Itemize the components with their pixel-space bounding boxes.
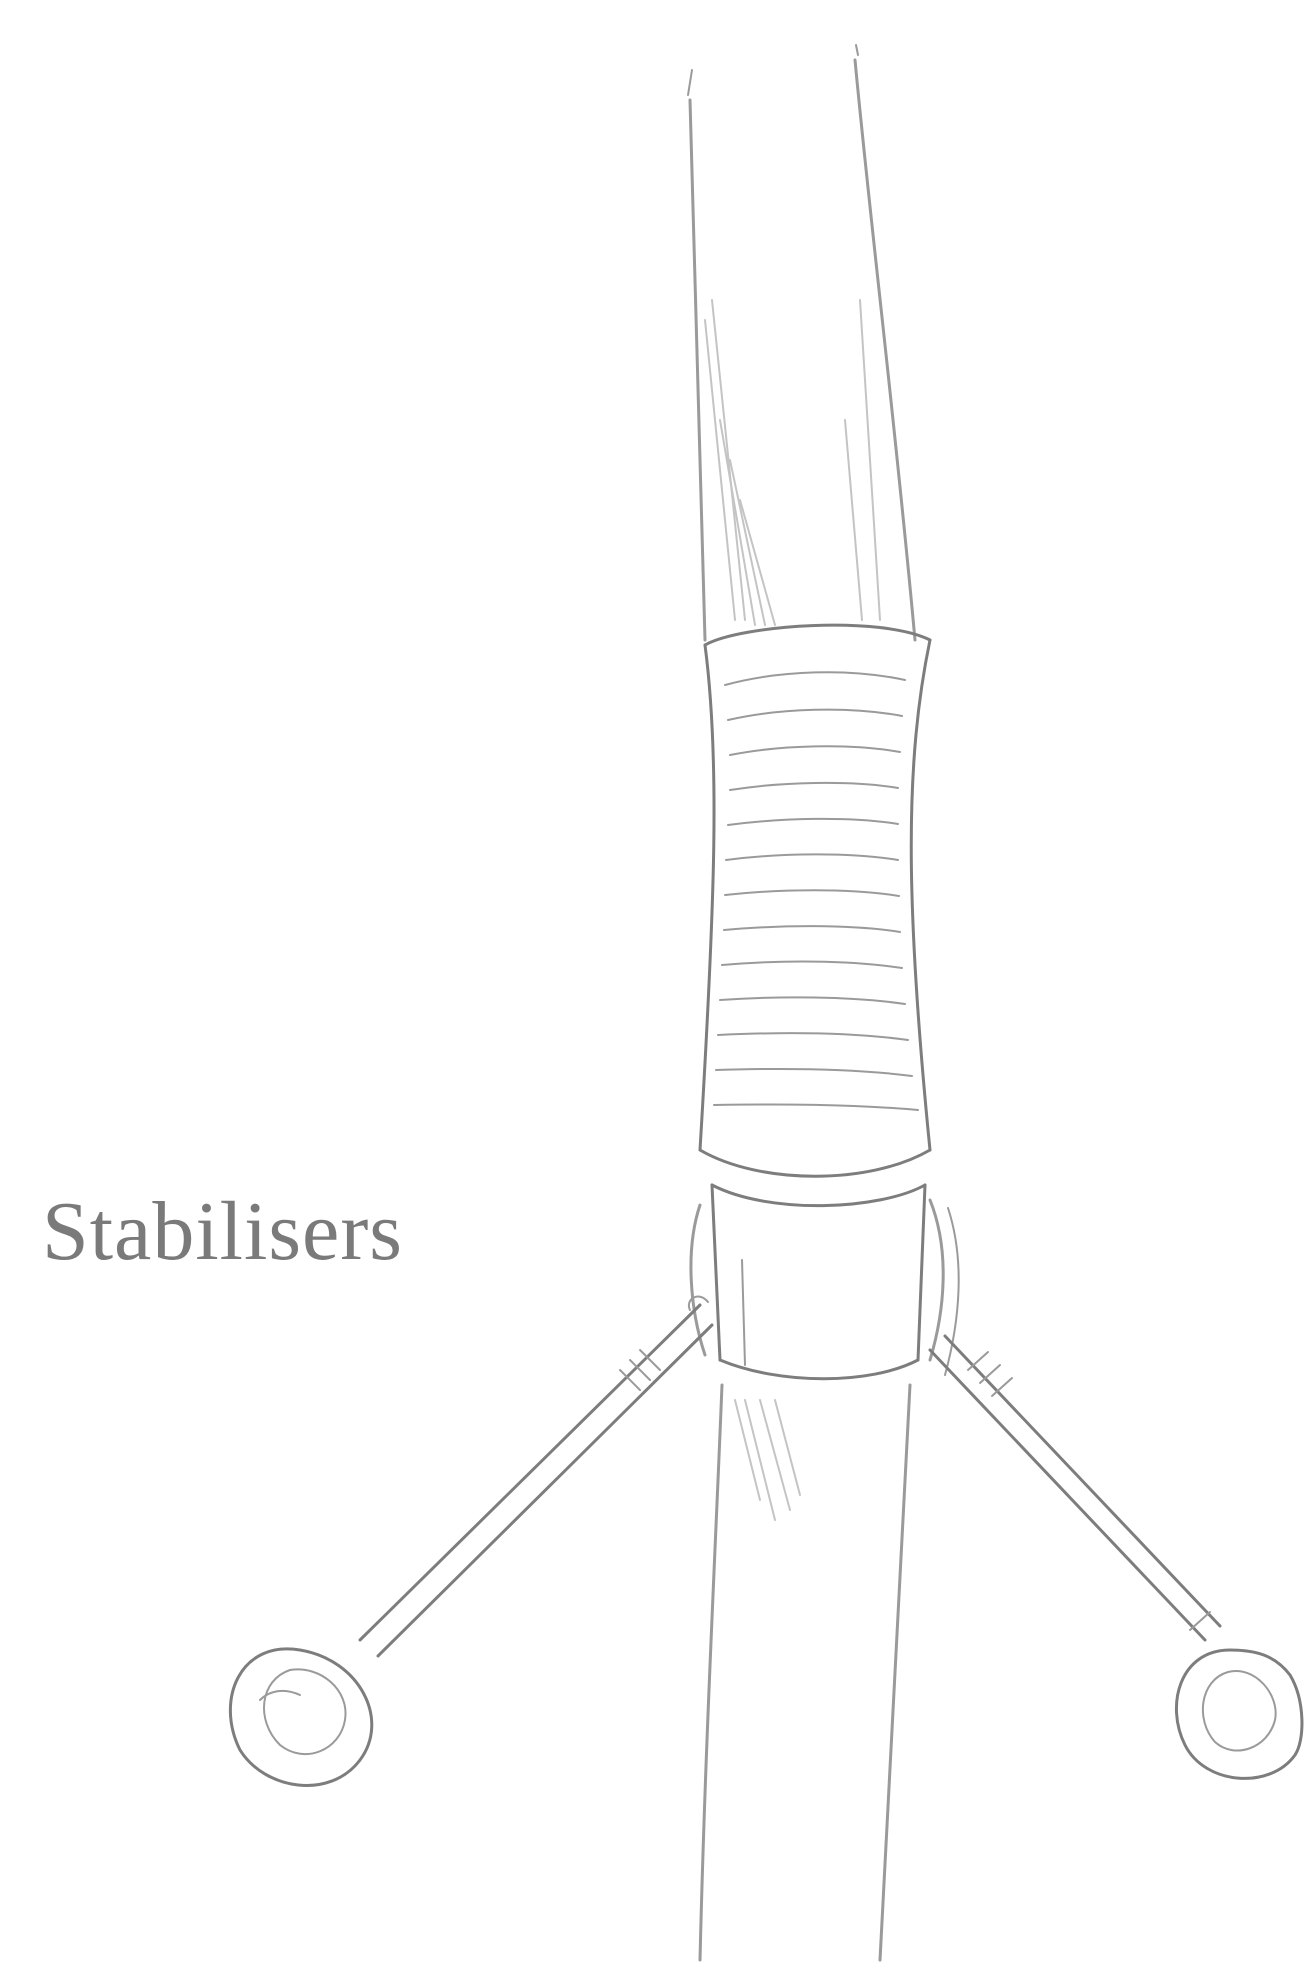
upper-limb	[688, 45, 915, 640]
wrapped-grip	[700, 625, 930, 1176]
left-stabiliser-weight	[230, 1649, 371, 1786]
stabilisers-label: Stabilisers	[42, 1190, 403, 1274]
right-stabiliser-weight	[1176, 1650, 1302, 1778]
grip-wrap-lines	[714, 672, 918, 1110]
left-stabiliser-rod	[360, 1297, 712, 1656]
stabiliser-collar	[691, 1185, 959, 1379]
right-stabiliser-rod	[930, 1336, 1220, 1640]
lower-limb	[700, 1385, 910, 1960]
